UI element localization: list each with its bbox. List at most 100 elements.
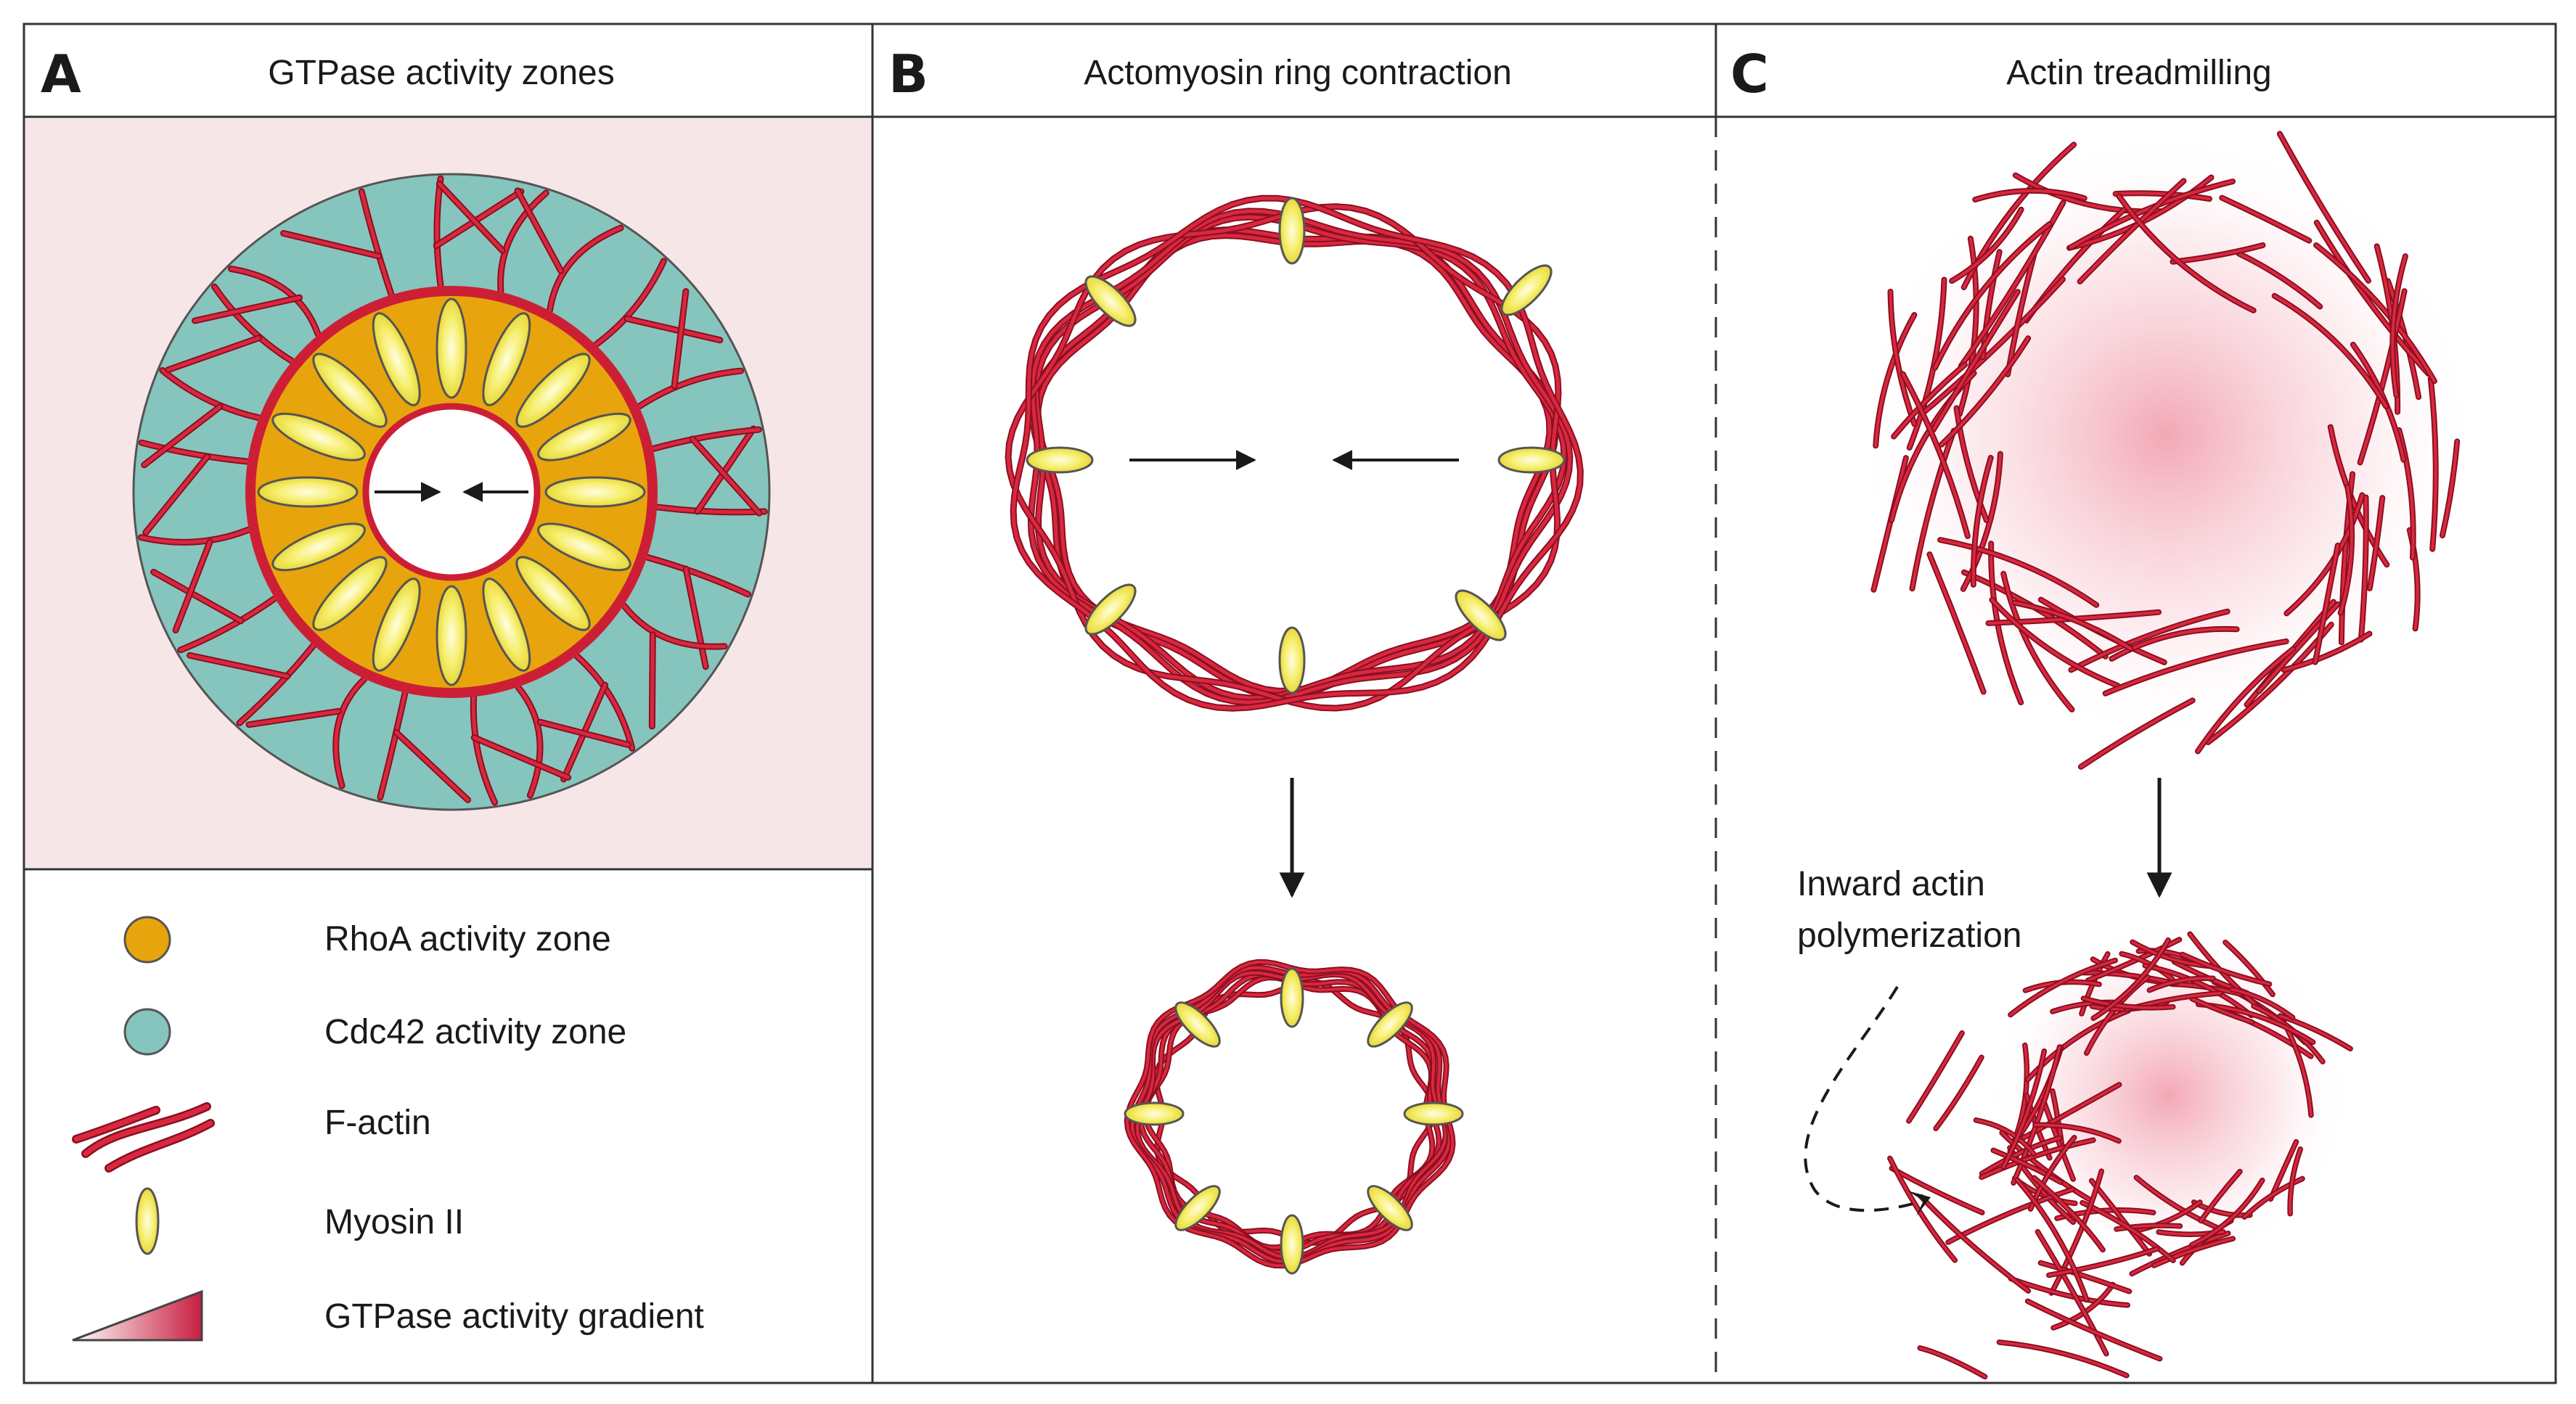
filament xyxy=(2135,1176,2221,1231)
filament xyxy=(2231,988,2294,1019)
factin-swatch-icon xyxy=(72,1102,215,1173)
myosin-icon xyxy=(257,476,359,508)
filament xyxy=(2148,977,2215,992)
filament xyxy=(1887,1155,1958,1263)
filament xyxy=(2115,1224,2182,1231)
filament xyxy=(1980,1136,2061,1175)
gradient-glow-large xyxy=(1855,131,2479,740)
filament xyxy=(2026,1300,2162,1360)
panel-b-header: B Actomyosin ring contraction xyxy=(888,44,1512,104)
filament xyxy=(1950,208,2023,283)
filament xyxy=(1934,1056,1983,1130)
myosin-icon xyxy=(1500,264,1553,316)
legend-gradient-label: GTPase activity gradient xyxy=(324,1297,704,1336)
filament xyxy=(650,633,655,728)
filament xyxy=(2391,255,2407,397)
filament xyxy=(2152,1237,2235,1267)
filament xyxy=(1934,222,2051,369)
filament xyxy=(1921,278,2064,415)
panel-a-header: A GTPase activity zones xyxy=(41,44,615,104)
panel-a-letter: A xyxy=(41,44,81,104)
myosin-icon xyxy=(271,412,366,461)
filament xyxy=(1939,538,2098,607)
filament xyxy=(515,189,563,273)
filament xyxy=(1996,1339,2130,1379)
filament xyxy=(2289,1148,2302,1215)
filament xyxy=(1939,337,2030,446)
filament xyxy=(2143,964,2253,1017)
filament xyxy=(1006,205,1561,710)
filament xyxy=(2032,1176,2104,1252)
filament xyxy=(282,231,381,258)
myosin-icon xyxy=(1280,967,1304,1028)
filament xyxy=(645,555,750,596)
panel-c-header: C Actin treadmilling xyxy=(1730,44,2272,104)
filament xyxy=(2278,1014,2352,1051)
filament xyxy=(394,730,470,802)
myosin-icon xyxy=(1280,1214,1304,1275)
myosin-icon xyxy=(1278,626,1306,694)
filament xyxy=(2339,485,2354,615)
filament xyxy=(2196,647,2295,753)
legend-cdc42-label: Cdc42 activity zone xyxy=(324,1013,626,1051)
wound-center xyxy=(362,403,541,581)
myosin-icon xyxy=(1278,197,1306,265)
filament xyxy=(1920,1195,2030,1292)
filament xyxy=(684,567,708,669)
filament xyxy=(1901,372,1969,538)
filament xyxy=(2016,1178,2088,1302)
filament xyxy=(334,677,367,788)
filament xyxy=(2358,290,2406,464)
filament xyxy=(1974,189,2086,202)
filament xyxy=(359,189,393,296)
panel-c-letter: C xyxy=(1730,44,1769,104)
myosin-icon xyxy=(1403,1101,1464,1126)
filament xyxy=(188,653,290,678)
filament xyxy=(2188,932,2265,1012)
filament xyxy=(1011,196,1582,710)
filament xyxy=(2315,221,2430,376)
myosin-swatch-icon xyxy=(135,1187,160,1255)
filament xyxy=(2224,940,2274,996)
myosin-icon xyxy=(515,556,591,631)
filament xyxy=(2273,294,2388,409)
filament xyxy=(2079,699,2194,768)
filament xyxy=(2078,179,2185,283)
filament xyxy=(166,336,261,372)
filament xyxy=(2180,953,2271,986)
filament xyxy=(2429,377,2437,551)
filament xyxy=(2092,939,2170,1020)
filament xyxy=(2191,997,2254,1024)
cdc42-swatch-icon xyxy=(123,1008,171,1056)
rhoa-myosin-ring xyxy=(257,297,646,686)
legend-myosin-label: Myosin II xyxy=(324,1203,464,1241)
filament xyxy=(179,596,277,652)
filament xyxy=(2034,1123,2120,1143)
filament xyxy=(2359,496,2368,641)
myosin-ring-large xyxy=(1026,197,1566,694)
filament xyxy=(516,686,542,797)
rhoa-swatch-icon xyxy=(123,916,171,964)
filament xyxy=(2117,194,2255,312)
radial-factin xyxy=(138,175,768,806)
filament xyxy=(144,455,209,535)
filament xyxy=(229,267,320,336)
filament xyxy=(575,654,634,750)
myosin-icon xyxy=(1367,1185,1413,1231)
filament xyxy=(2199,1170,2241,1223)
myosin-icon xyxy=(1084,275,1137,327)
filament xyxy=(237,644,315,725)
filament xyxy=(193,295,302,323)
filament xyxy=(173,540,212,633)
panel-b-title: Actomyosin ring contraction xyxy=(1084,54,1512,92)
filament xyxy=(2048,1247,2159,1277)
filament xyxy=(2050,1170,2103,1294)
filament xyxy=(1998,1341,2128,1377)
filament xyxy=(1889,290,1916,426)
filament xyxy=(625,316,722,342)
filament xyxy=(2069,609,2229,672)
myosin-icon xyxy=(1124,1101,1185,1126)
filament xyxy=(1992,1149,2062,1184)
filament xyxy=(2039,1261,2131,1293)
